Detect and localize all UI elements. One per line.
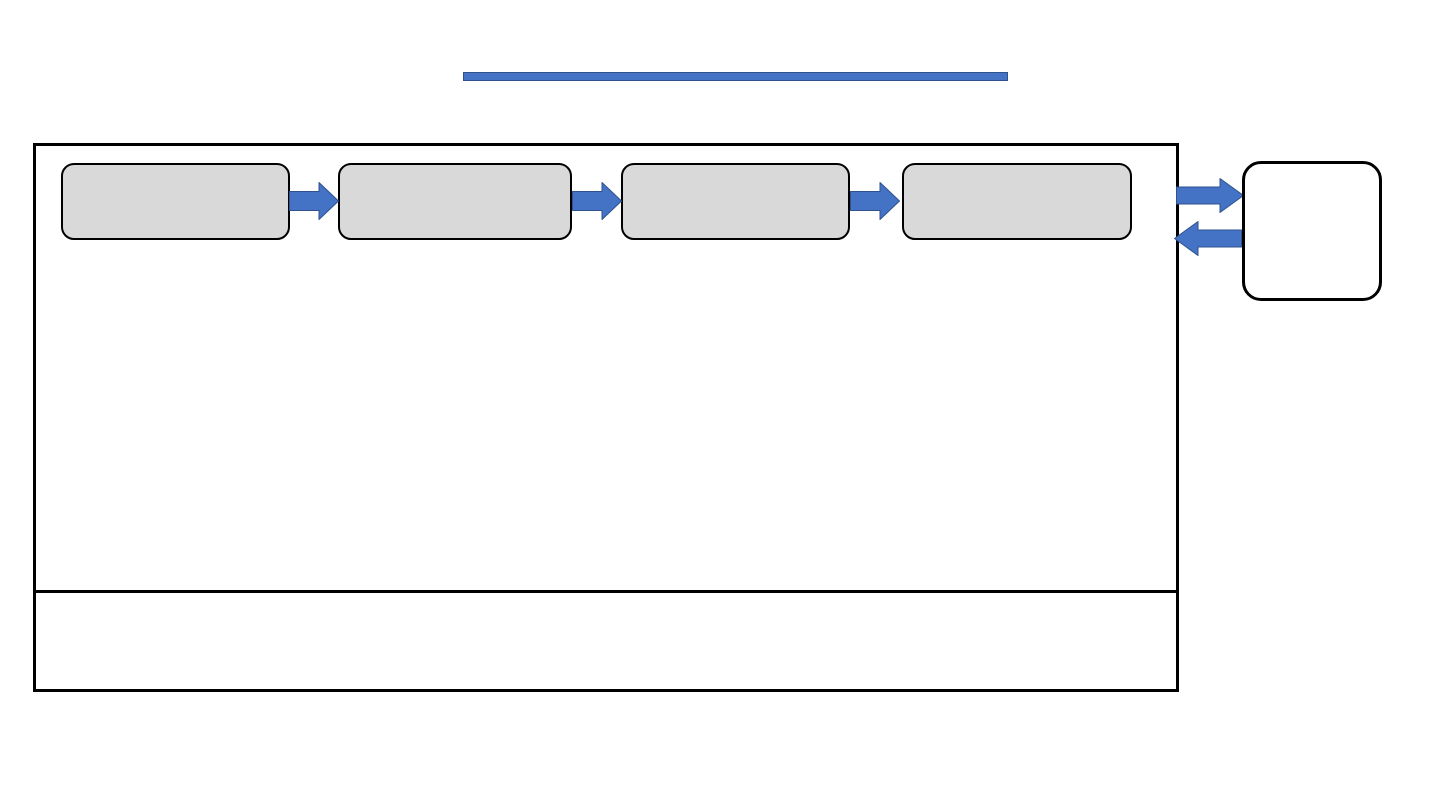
external-node: [1242, 161, 1382, 301]
process-step-2: [338, 163, 572, 240]
flow-container: [33, 143, 1179, 692]
feedback-arrow-right-icon: [1176, 178, 1244, 213]
title-underline-bar: [463, 72, 1008, 81]
process-step-4: [902, 163, 1132, 240]
process-step-1: [61, 163, 290, 240]
footer-divider-line: [33, 590, 1179, 593]
flow-arrow-3-right-icon: [850, 182, 900, 220]
flow-arrow-2-right-icon: [572, 182, 622, 220]
process-step-3: [621, 163, 850, 240]
flow-arrow-1-right-icon: [289, 182, 339, 220]
feedback-arrow-left-icon: [1174, 221, 1242, 256]
